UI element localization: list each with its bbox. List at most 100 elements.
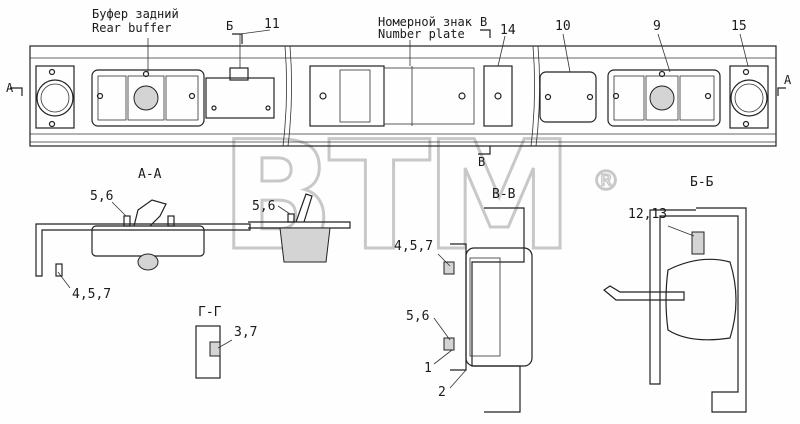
plate-lamp [339, 69, 371, 123]
callout-5-6-vv: 5,6 [406, 309, 429, 324]
label-view-bb: Б-Б [690, 175, 714, 190]
bb-bolt [691, 231, 705, 255]
detail-box [279, 227, 331, 263]
screw-icon [494, 92, 502, 100]
label-section-a-right: А [784, 73, 792, 87]
view-connector-detail [248, 193, 351, 263]
leader-457-a [57, 271, 71, 289]
bb-lamp-body [665, 258, 737, 341]
vv-lamp-lens [469, 257, 501, 357]
side-marker-lamp-10 [539, 71, 597, 123]
vv-bracket-profile [471, 207, 525, 413]
bolt-icon [742, 120, 750, 128]
section-arrow-b [232, 33, 243, 44]
leader-1 [433, 349, 453, 365]
watermark-registered-mark: ® [592, 164, 620, 197]
callout-2: 2 [438, 385, 446, 400]
label-section-v-top: В [480, 15, 487, 29]
vv-lamp-body [465, 247, 533, 367]
leader-1213 [667, 225, 695, 237]
gg-nut [209, 341, 221, 357]
section-arrow-v-bottom [478, 146, 491, 155]
break-line [287, 45, 292, 147]
bolt-icon [55, 263, 63, 277]
watermark-logo: BTM ® [219, 109, 621, 286]
callout-5-6-aa: 5,6 [90, 189, 113, 204]
label-view-vv: В-В [492, 187, 516, 202]
vv-nut-bottom [443, 337, 455, 351]
leader-37 [217, 339, 233, 349]
section-arrow-v-top [480, 29, 491, 38]
bolt-icon [612, 92, 620, 100]
section-arrow-a-right [777, 87, 786, 96]
leader-56-b [277, 205, 291, 215]
callout-5-6-detail: 5,6 [252, 199, 275, 214]
bolt-icon [586, 93, 594, 101]
screw-icon [319, 92, 327, 100]
bolt-icon [265, 105, 271, 111]
leader-56-a [111, 201, 127, 217]
callout-10: 10 [555, 19, 571, 34]
callout-11: 11 [264, 17, 280, 32]
callout-1: 1 [424, 361, 432, 376]
lamp-section [165, 75, 199, 121]
bb-cable [602, 285, 685, 301]
view-a-a [35, 199, 251, 289]
detail-cable [295, 193, 313, 223]
callout-4-5-7-aa: 4,5,7 [72, 287, 111, 302]
bolt-icon [287, 213, 295, 223]
aa-bracket [35, 223, 251, 277]
bolt-icon [142, 70, 150, 78]
bolt-icon [211, 105, 217, 111]
leader-2 [449, 369, 467, 389]
aa-lamp-bulb [137, 253, 159, 271]
bolt-icon [704, 92, 712, 100]
callout-3-7: 3,7 [234, 325, 257, 340]
bolt-icon [167, 215, 175, 227]
connector-box-11 [205, 77, 275, 119]
leader-11 [239, 29, 271, 35]
lamp-section [679, 75, 715, 121]
left-reverse-lamp-lens [36, 79, 74, 117]
number-plate-outline [383, 67, 475, 125]
connector-plug [229, 67, 249, 81]
callout-4-5-7-vv: 4,5,7 [394, 239, 433, 254]
label-section-b: Б [226, 19, 233, 33]
watermark-text: BTM [220, 110, 568, 284]
bolt-icon [544, 93, 552, 101]
bolt-icon [742, 68, 750, 76]
aa-connector [133, 199, 167, 227]
rear-buffer-main-view [10, 29, 786, 155]
bolt-icon [48, 68, 56, 76]
callout-14: 14 [500, 23, 516, 38]
label-view-gg: Г-Г [198, 305, 222, 320]
right-reverse-lamp-lens [730, 79, 768, 117]
lamp-bulb [649, 85, 675, 111]
right-reverse-lamp-ring [734, 83, 764, 113]
label-number-plate-en: Number plate [378, 27, 465, 41]
callout-15: 15 [731, 19, 747, 34]
section-arrow-a-left [10, 87, 23, 96]
vv-nut-top [443, 261, 455, 275]
leader-14 [497, 35, 506, 67]
view-g-g [195, 325, 233, 379]
leader-10 [562, 33, 571, 73]
break-line [282, 45, 287, 147]
bolt-icon [658, 70, 666, 78]
right-rear-combination-lamp-9 [607, 69, 721, 127]
leader-9 [657, 33, 671, 73]
label-rear-buffer-ru: Буфер задний [92, 7, 179, 21]
label-section-v-bottom: В [478, 155, 485, 169]
leader-56-v [433, 317, 451, 341]
buffer-beam-outline [29, 45, 777, 147]
bb-bracket-profile [649, 207, 747, 413]
screw-icon [458, 92, 466, 100]
bolt-icon [188, 92, 196, 100]
left-reverse-lamp-housing [35, 65, 75, 129]
bolt-icon [123, 215, 131, 227]
label-view-aa: А-А [138, 167, 162, 182]
label-rear-buffer-en: Rear buffer [92, 21, 171, 35]
view-b-b [602, 207, 747, 413]
label-number-plate-ru: Номерной знак [378, 15, 473, 29]
